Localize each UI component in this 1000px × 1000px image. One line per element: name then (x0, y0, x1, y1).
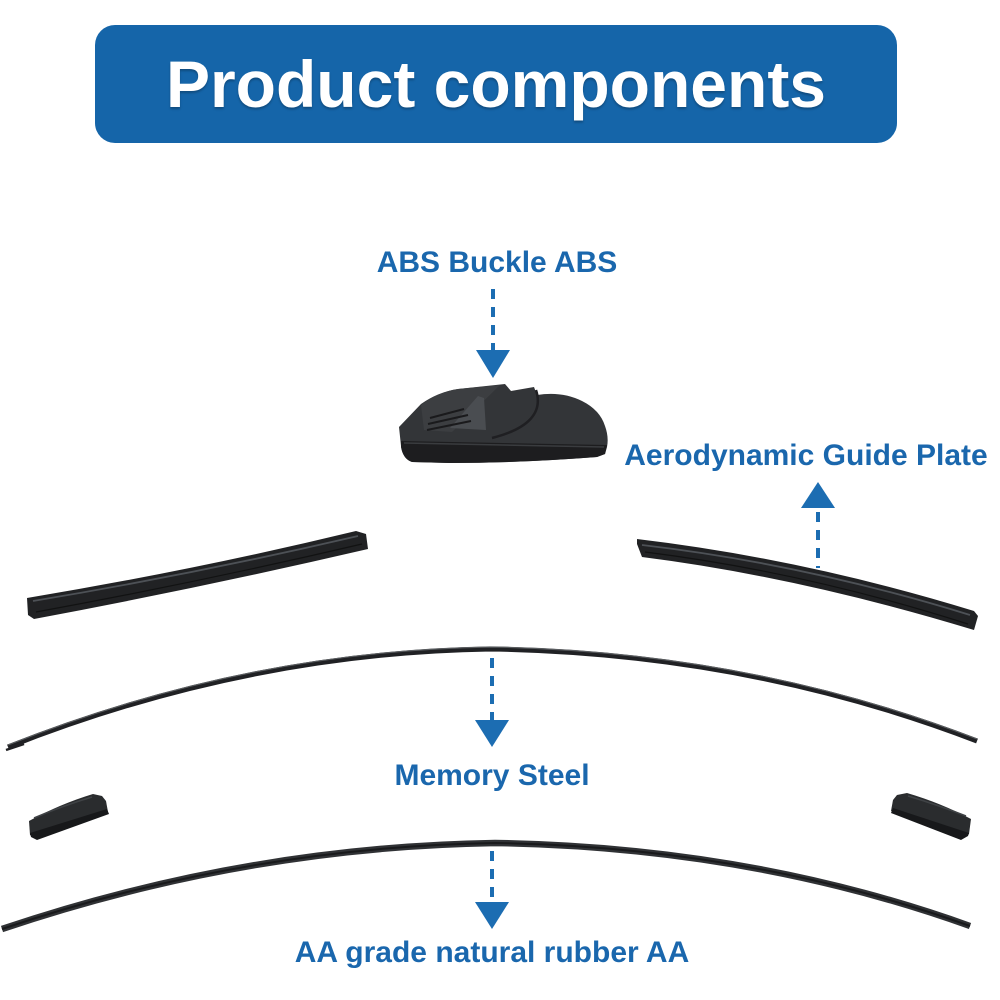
guide-plate-left-illustration (27, 531, 368, 619)
abs-buckle-illustration (399, 384, 608, 463)
page-title: Product components (165, 47, 827, 121)
memory-steel-illustration (5, 646, 978, 752)
rubber-arrow-icon (475, 851, 509, 929)
guide-plate-right-illustration (637, 539, 978, 630)
buckle-arrow-icon (476, 289, 510, 378)
guide-plate-arrow-icon (801, 482, 835, 568)
label-rubber: AA grade natural rubber AA (294, 936, 690, 969)
rubber-strip-illustration (0, 839, 972, 933)
end-cap-right-illustration (891, 793, 971, 840)
label-abs-buckle: ABS Buckle ABS (376, 246, 618, 279)
memory-steel-arrow-icon (475, 658, 509, 747)
header-banner: Product components (95, 25, 897, 143)
label-aerodynamic-guide-plate: Aerodynamic Guide Plate (624, 439, 988, 472)
end-cap-left-illustration (29, 794, 109, 840)
label-memory-steel: Memory Steel (394, 759, 590, 792)
